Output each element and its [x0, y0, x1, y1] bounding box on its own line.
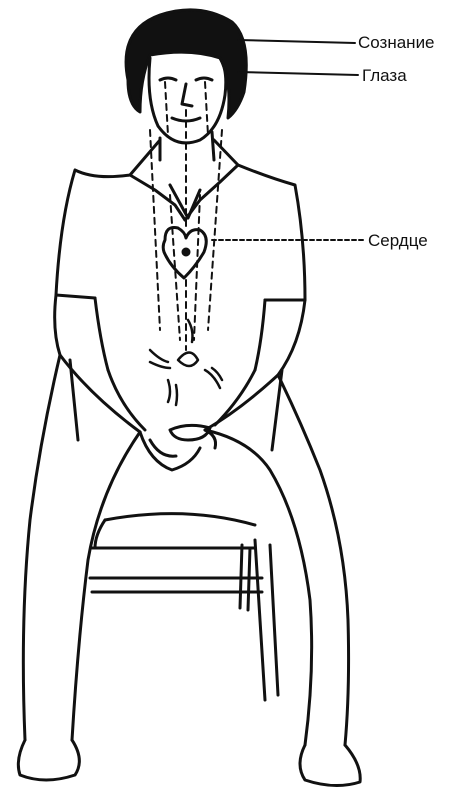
chair	[70, 360, 282, 700]
label-eyes: Глаза	[362, 66, 407, 86]
label-consciousness: Сознание	[358, 33, 435, 53]
energy-swirl	[150, 320, 222, 405]
legs	[23, 355, 348, 745]
heart-shape	[163, 228, 206, 279]
arms-and-hands	[108, 370, 255, 470]
energy-lines	[150, 82, 222, 350]
label-heart: Сердце	[368, 231, 428, 251]
feet	[18, 740, 360, 786]
